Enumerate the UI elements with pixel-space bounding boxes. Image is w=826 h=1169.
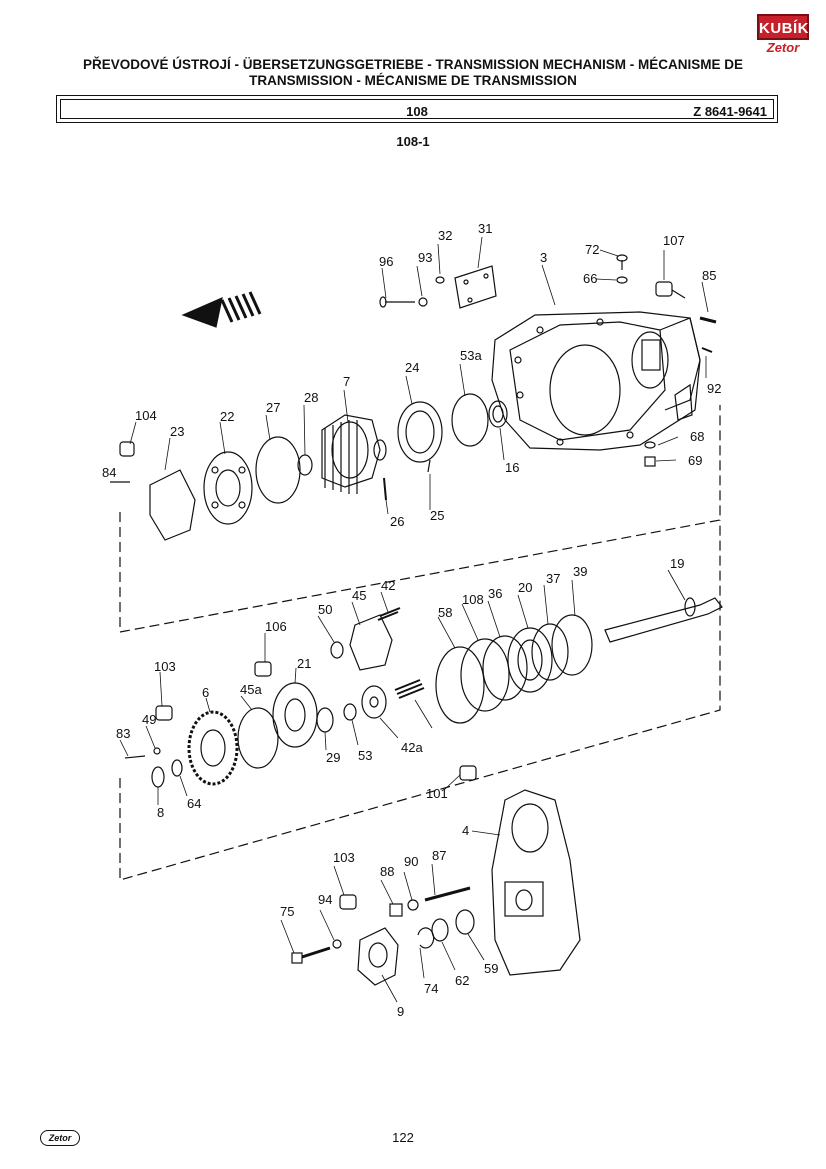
upper-parts bbox=[110, 254, 717, 541]
callout-75: 75 bbox=[280, 904, 294, 919]
callout-49: 49 bbox=[142, 712, 156, 727]
kubik-zetor-logo: KUBÍK Zetor bbox=[757, 14, 809, 60]
callout-72: 72 bbox=[585, 242, 599, 257]
callout-labels: 3 4 6 7 8 9 16 19 20 21 22 23 24 25 26 27 28 29 31 32 36 37 39… bbox=[102, 221, 721, 1019]
callout-96: 96 bbox=[379, 254, 393, 269]
callout-23: 23 bbox=[170, 424, 184, 439]
callout-45: 45 bbox=[352, 588, 366, 603]
callout-94: 94 bbox=[318, 892, 332, 907]
callout-85: 85 bbox=[702, 268, 716, 283]
callout-39: 39 bbox=[573, 564, 587, 579]
callout-24: 24 bbox=[405, 360, 419, 375]
callout-74: 74 bbox=[424, 981, 438, 996]
transmission-housing bbox=[491, 311, 701, 451]
callout-90: 90 bbox=[404, 854, 418, 869]
callout-36: 36 bbox=[488, 586, 502, 601]
callout-50: 50 bbox=[318, 602, 332, 617]
callout-104: 104 bbox=[135, 408, 157, 423]
logo-brand: KUBÍK bbox=[757, 14, 809, 40]
callout-31: 31 bbox=[478, 221, 492, 236]
middle-parts bbox=[124, 597, 723, 788]
page-title: PŘEVODOVÉ ÚSTROJÍ - ÜBERSETZUNGSGETRIEBE… bbox=[40, 57, 786, 89]
callout-16: 16 bbox=[505, 460, 519, 475]
callout-92: 92 bbox=[707, 381, 721, 396]
callout-42: 42 bbox=[381, 578, 395, 593]
callout-59: 59 bbox=[484, 961, 498, 976]
title-line-2: TRANSMISSION - MÉCANISME DE TRANSMISSION bbox=[249, 73, 577, 88]
lower-parts bbox=[291, 765, 581, 986]
callout-53: 53 bbox=[358, 748, 372, 763]
callout-19: 19 bbox=[670, 556, 684, 571]
group-number: 108 bbox=[406, 104, 428, 119]
callout-84: 84 bbox=[102, 465, 116, 480]
callout-7: 7 bbox=[343, 374, 350, 389]
callout-29: 29 bbox=[326, 750, 340, 765]
callout-106: 106 bbox=[265, 619, 287, 634]
figure-number: 108-1 bbox=[396, 134, 430, 149]
page-number: 122 bbox=[392, 1130, 414, 1145]
callout-45a: 45a bbox=[240, 682, 262, 697]
footer-zetor-logo: Zetor bbox=[40, 1130, 80, 1146]
info-box: 108 Z 8641-9641 bbox=[56, 95, 778, 123]
callout-28: 28 bbox=[304, 390, 318, 405]
callout-8: 8 bbox=[157, 805, 164, 820]
callout-87: 87 bbox=[432, 848, 446, 863]
callout-64: 64 bbox=[187, 796, 201, 811]
callout-88: 88 bbox=[380, 864, 394, 879]
callout-20: 20 bbox=[518, 580, 532, 595]
callout-62: 62 bbox=[455, 973, 469, 988]
callout-83: 83 bbox=[116, 726, 130, 741]
callout-21: 21 bbox=[297, 656, 311, 671]
callout-6: 6 bbox=[202, 685, 209, 700]
callout-22: 22 bbox=[220, 409, 234, 424]
callout-42a: 42a bbox=[401, 740, 423, 755]
callout-66: 66 bbox=[583, 271, 597, 286]
callout-107: 107 bbox=[663, 233, 685, 248]
callout-4: 4 bbox=[462, 823, 469, 838]
callout-25: 25 bbox=[430, 508, 444, 523]
callout-68: 68 bbox=[690, 429, 704, 444]
callout-108: 108 bbox=[462, 592, 484, 607]
callout-103: 103 bbox=[333, 850, 355, 865]
callout-53a: 53a bbox=[460, 348, 482, 363]
callout-69: 69 bbox=[688, 453, 702, 468]
callout-3: 3 bbox=[540, 250, 547, 265]
leader-lines bbox=[119, 236, 709, 1003]
callout-32: 32 bbox=[438, 228, 452, 243]
callout-37: 37 bbox=[546, 571, 560, 586]
callout-26: 26 bbox=[390, 514, 404, 529]
title-line-1: PŘEVODOVÉ ÚSTROJÍ - ÜBERSETZUNGSGETRIEBE… bbox=[82, 57, 744, 72]
serial-range: Z 8641-9641 bbox=[693, 104, 767, 119]
logo-mark: Zetor bbox=[766, 40, 800, 55]
callout-103: 103 bbox=[154, 659, 176, 674]
callout-27: 27 bbox=[266, 400, 280, 415]
callout-58: 58 bbox=[438, 605, 452, 620]
direction-arrow bbox=[181, 291, 262, 328]
callout-9: 9 bbox=[397, 1004, 404, 1019]
callout-93: 93 bbox=[418, 250, 432, 265]
callout-101: 101 bbox=[426, 786, 448, 801]
